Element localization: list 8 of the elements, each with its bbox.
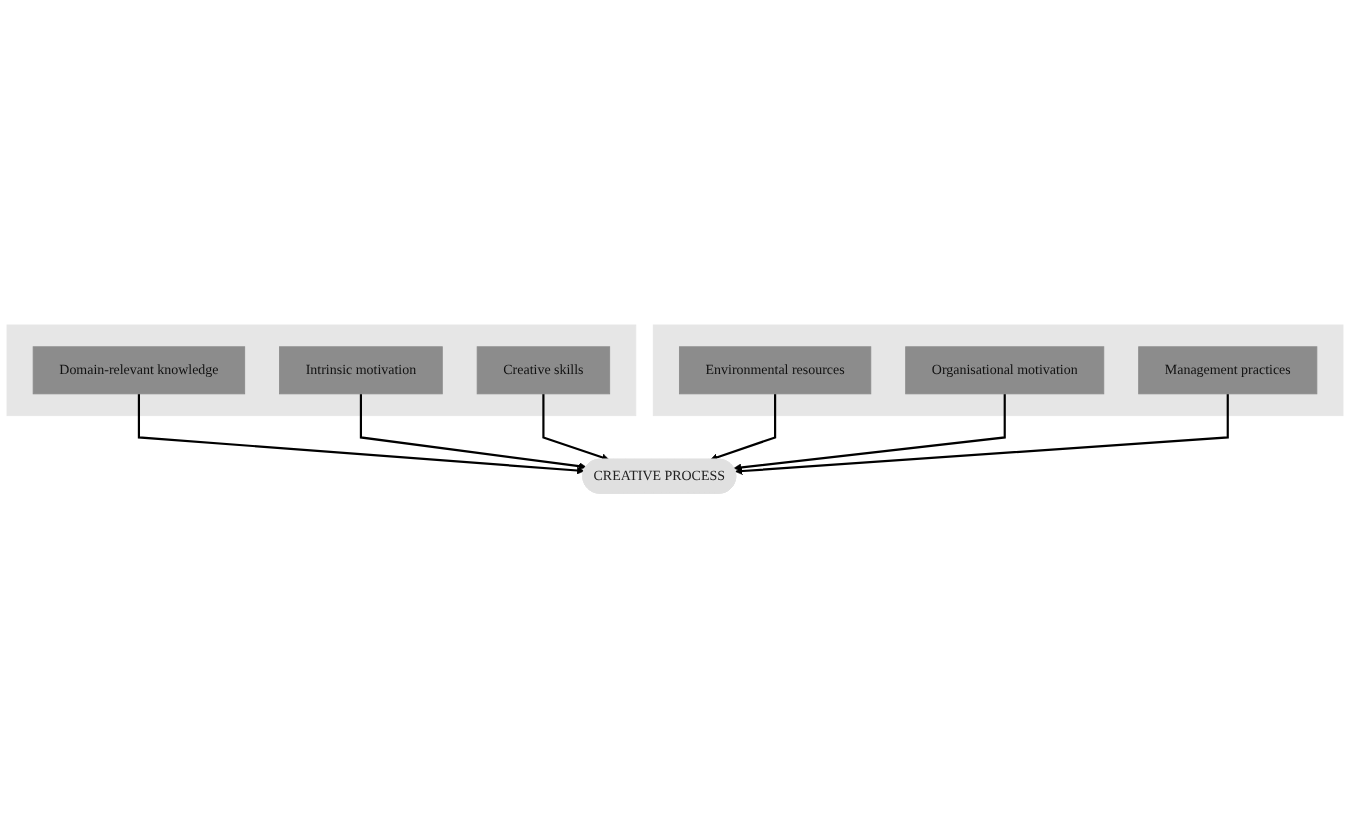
cluster [6, 325, 637, 417]
cluster [652, 325, 1344, 417]
arrow [137, 394, 585, 476]
arrow [710, 394, 777, 462]
arrow [735, 394, 1229, 476]
arrow [733, 394, 1006, 473]
arrow [359, 394, 587, 471]
arrow [542, 394, 610, 462]
